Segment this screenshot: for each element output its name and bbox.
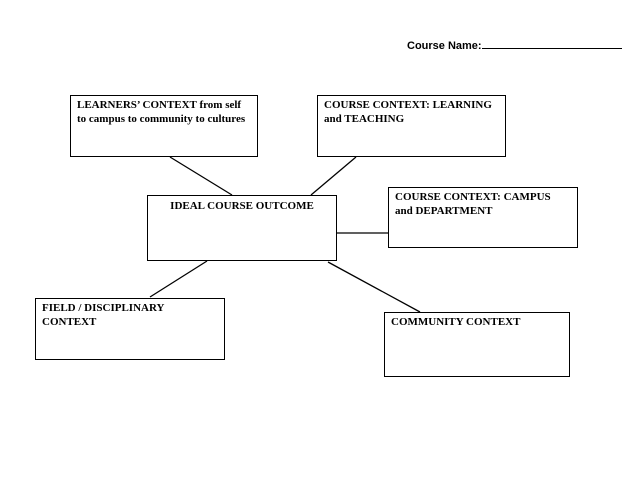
course-name-label: Course Name: xyxy=(407,40,482,52)
node-community-context-label: COMMUNITY CONTEXT xyxy=(391,316,521,328)
node-ideal-course-outcome: IDEAL COURSE OUTCOME xyxy=(147,195,337,261)
node-course-context-learning-teaching: COURSE CONTEXT: LEARNING and TEACHING xyxy=(317,95,506,157)
node-learners-context-label: LEARNERS’ CONTEXT from self to campus to… xyxy=(77,99,246,125)
course-name-field: Course Name: xyxy=(407,37,622,52)
node-field-disciplinary-context: FIELD / DISCIPLINARY CONTEXT xyxy=(35,298,225,360)
node-course-context-campus-department-label: COURSE CONTEXT: CAMPUS and DEPARTMENT xyxy=(395,191,551,217)
node-course-context-learning-teaching-label: COURSE CONTEXT: LEARNING and TEACHING xyxy=(324,99,492,125)
connector-learning-teaching-to-center xyxy=(310,156,357,196)
node-field-disciplinary-context-label: FIELD / DISCIPLINARY CONTEXT xyxy=(42,302,165,328)
node-course-context-campus-department: COURSE CONTEXT: CAMPUS and DEPARTMENT xyxy=(388,187,578,248)
node-community-context: COMMUNITY CONTEXT xyxy=(384,312,570,377)
node-learners-context: LEARNERS’ CONTEXT from self to campus to… xyxy=(70,95,258,157)
connector-community-to-center xyxy=(327,261,421,313)
course-name-blank-line xyxy=(481,37,622,49)
node-ideal-course-outcome-label: IDEAL COURSE OUTCOME xyxy=(170,200,314,212)
connector-field-disciplinary-to-center xyxy=(149,260,208,298)
connector-learners-to-center xyxy=(169,156,233,196)
